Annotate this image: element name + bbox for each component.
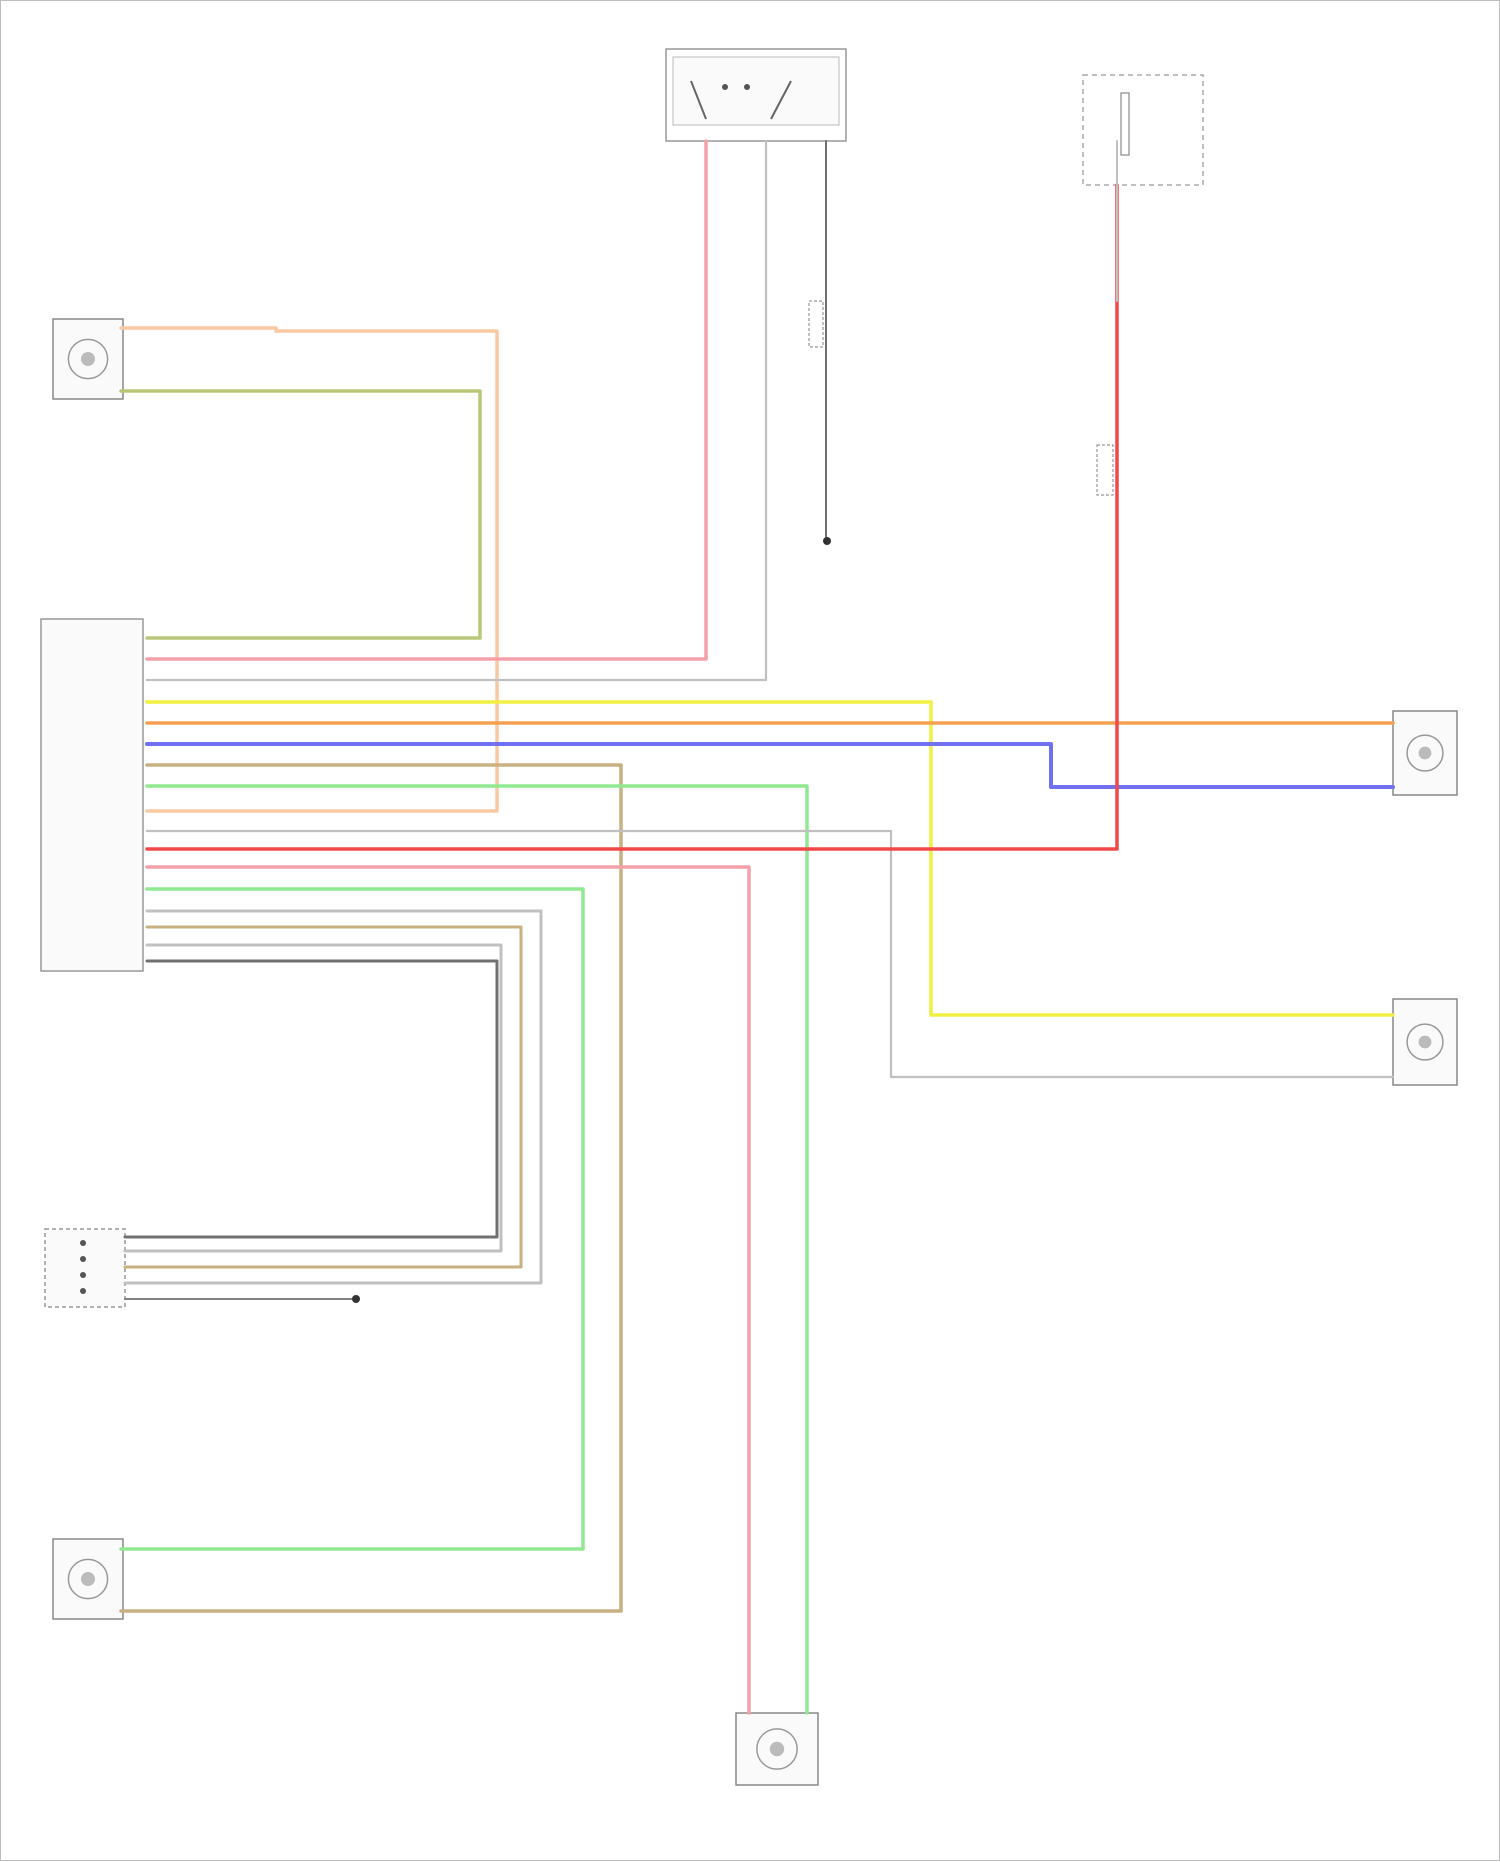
motor-core: [81, 1572, 95, 1586]
sensor-pin: [80, 1256, 86, 1262]
wire-pink-lift: [147, 867, 749, 1713]
motor-core: [1419, 747, 1432, 760]
wire-grey-sensor-1: [125, 911, 541, 1283]
inline-connector: [1097, 445, 1113, 495]
cushion-motor: [53, 319, 123, 399]
wire-grey-sensor-2: [125, 945, 501, 1251]
fuse-symbol: [1121, 93, 1129, 155]
wire-yellow: [147, 702, 1393, 1015]
wire-dark-grey-sensor: [125, 961, 497, 1237]
wire-light-orange: [121, 328, 497, 811]
slide-motor: [1393, 711, 1457, 795]
fuse-box: [1083, 75, 1203, 185]
motor-core: [770, 1742, 784, 1756]
recline-motor: [1393, 999, 1457, 1085]
sensor-pin: [80, 1272, 86, 1278]
switch-point: [744, 84, 750, 90]
inline-connector: [809, 301, 823, 347]
motor-core: [1419, 1036, 1432, 1049]
wire-grey: [147, 141, 766, 680]
wire-red: [147, 185, 1117, 849]
seat-switch: [41, 619, 143, 971]
component-body: [41, 619, 143, 971]
component-body: [45, 1229, 125, 1307]
motor-core: [81, 352, 95, 366]
lift-motor: [736, 1713, 818, 1785]
wire-pink: [147, 141, 706, 659]
wire-brown-sensor: [125, 927, 521, 1267]
height-motor: [53, 1539, 123, 1619]
top-switch: [666, 49, 846, 141]
sensor-pin: [80, 1288, 86, 1294]
component-body: [1083, 75, 1203, 185]
wire-brown: [121, 765, 621, 1611]
ground-point: [352, 1295, 360, 1303]
position-sensor: [45, 1229, 125, 1307]
switch-point: [722, 84, 728, 90]
sensor-pin: [80, 1240, 86, 1246]
switch-housing: [673, 57, 839, 125]
wire-green-height: [121, 889, 583, 1549]
wire-olive-green: [121, 391, 480, 638]
ground-point: [823, 537, 831, 545]
